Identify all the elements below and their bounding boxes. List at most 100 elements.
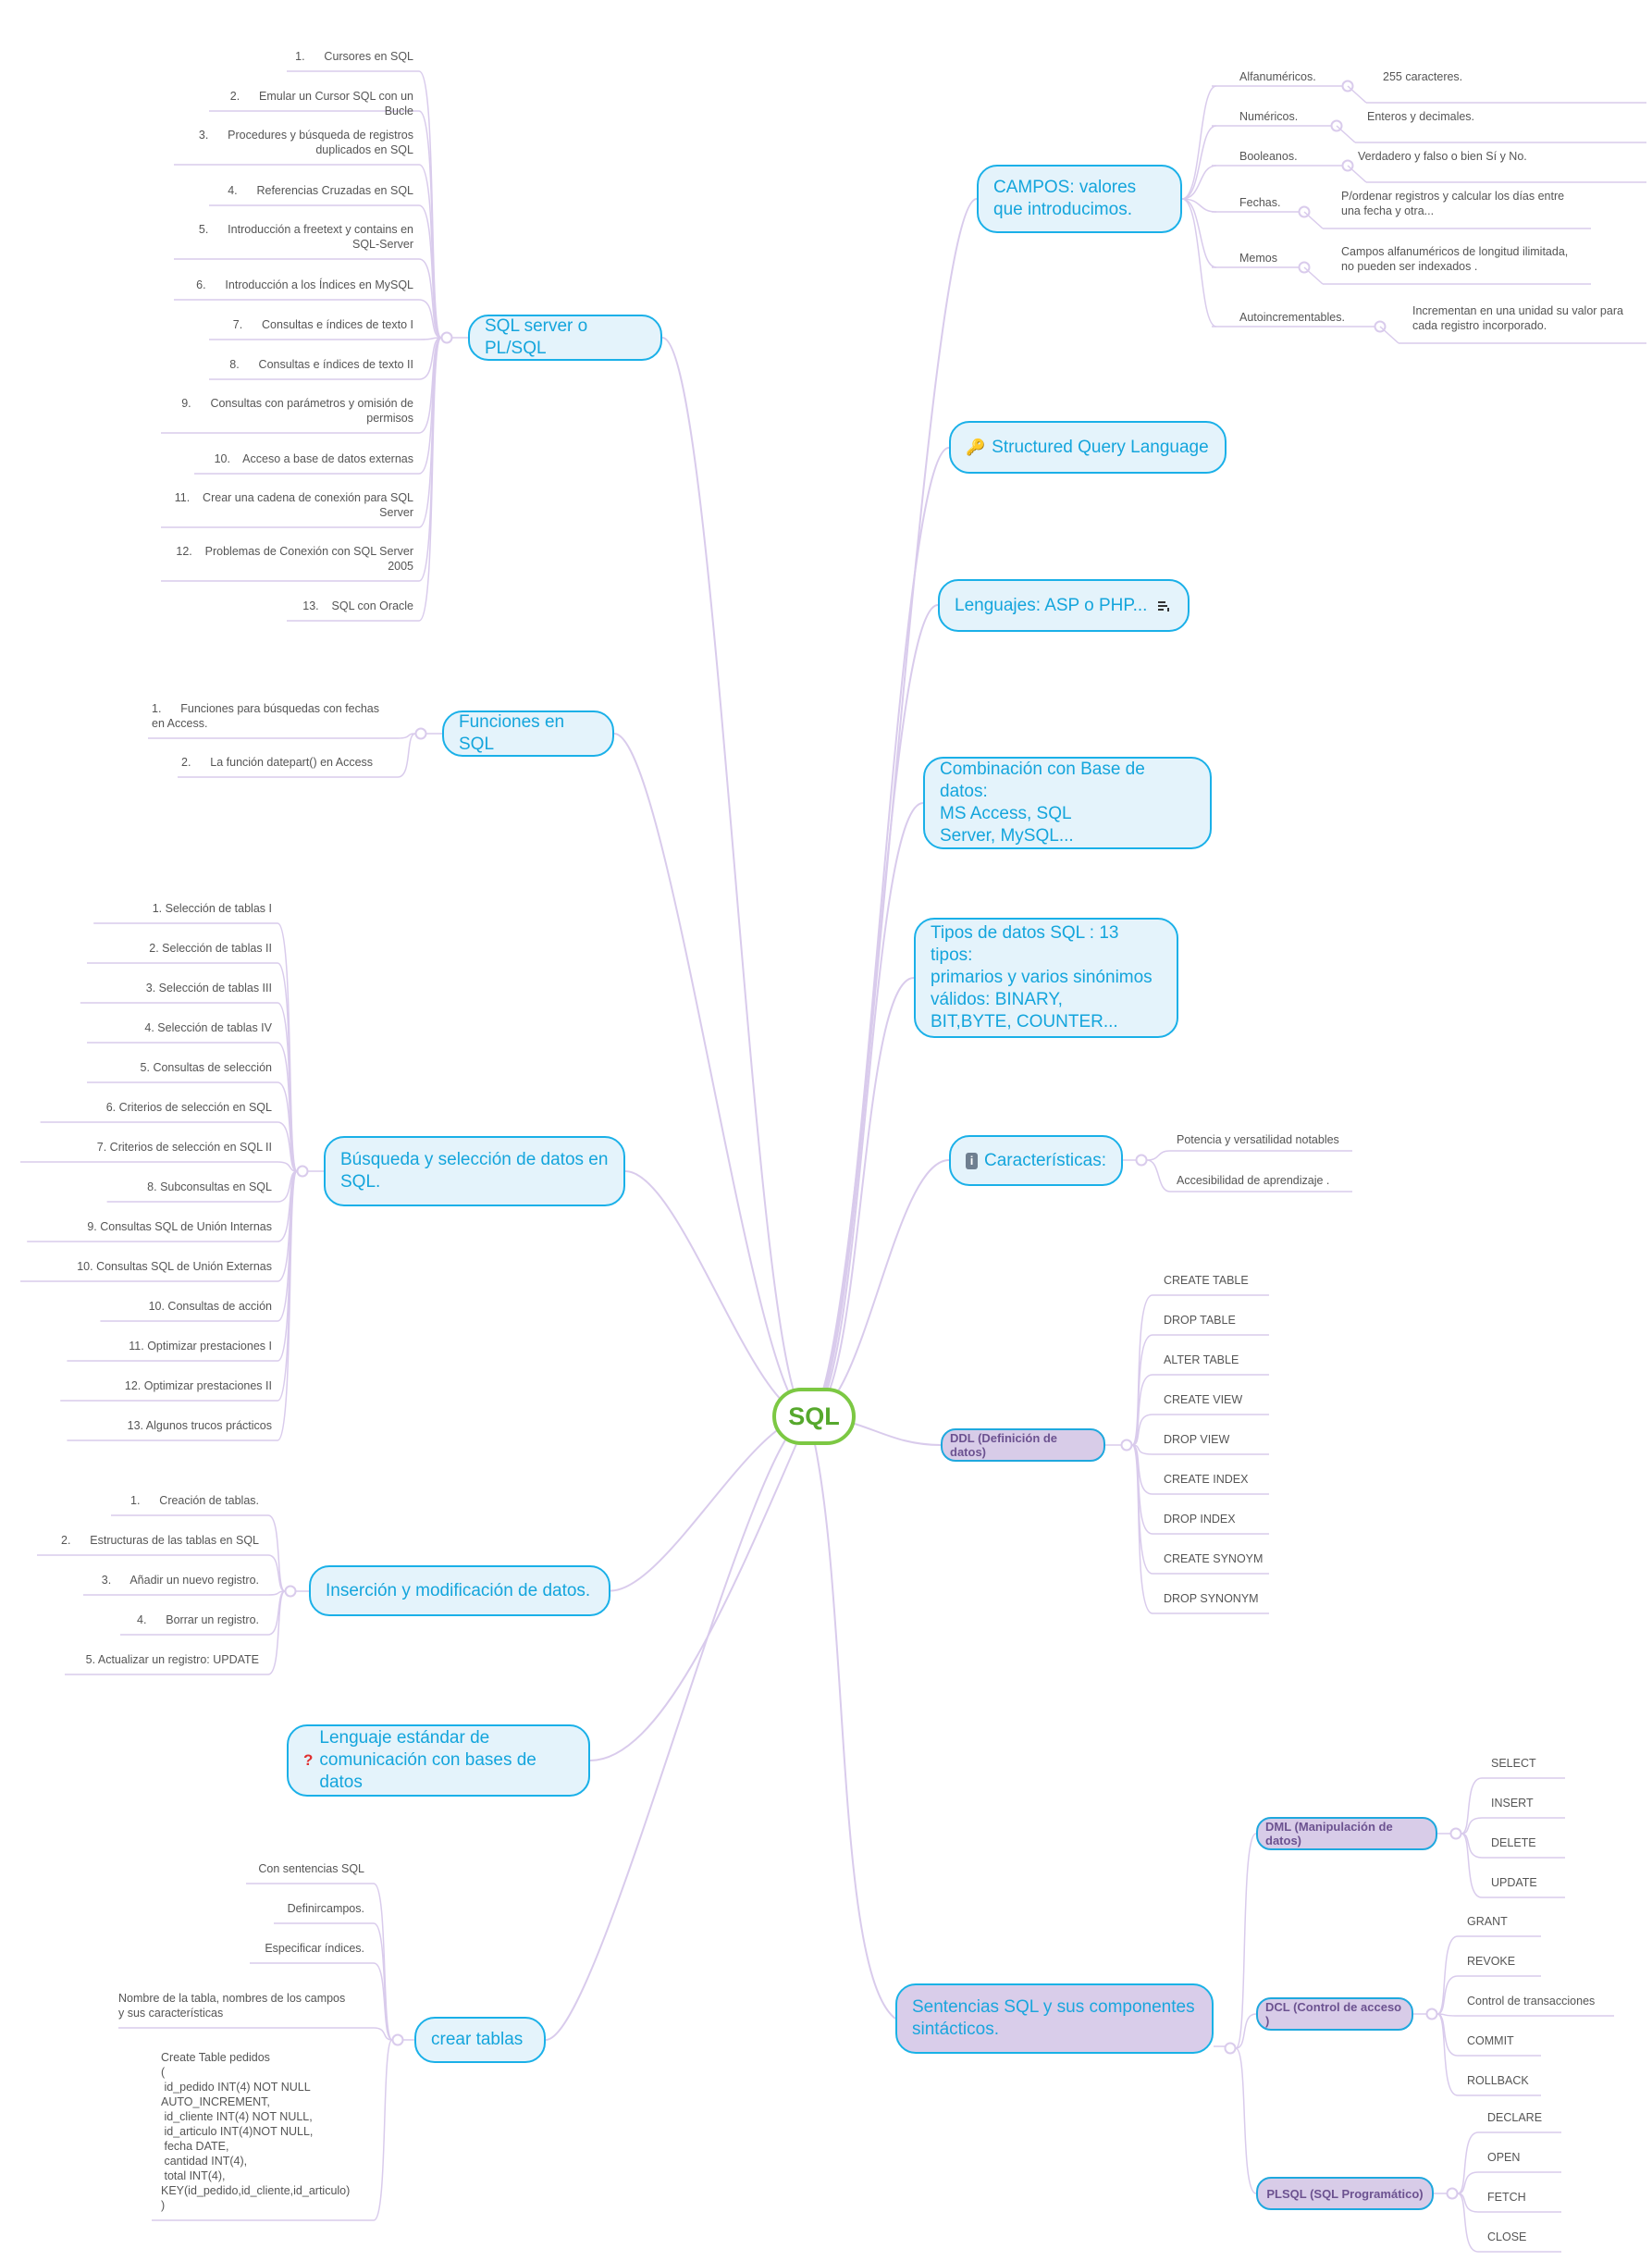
sqlserver-item-12[interactable]: 13. SQL con Oracle — [302, 599, 413, 612]
note-icon[interactable] — [1158, 600, 1170, 612]
insercion-node[interactable] — [284, 1585, 297, 1598]
sentencias-group-node-0[interactable] — [1449, 1827, 1462, 1840]
sqlserver-item-11[interactable]: 12. Problemas de Conexión con SQL Server… — [176, 545, 413, 573]
ddl-item-4[interactable]: DROP VIEW — [1164, 1433, 1230, 1446]
sentencias-item-2-2[interactable]: FETCH — [1487, 2191, 1526, 2204]
insercion-item-0[interactable]: 1. Creación de tablas. — [130, 1494, 259, 1507]
busqueda-item-10[interactable]: 10. Consultas de acción — [148, 1300, 272, 1313]
campos-field-desc-3[interactable]: P/ordenar registros y calcular los días … — [1341, 190, 1565, 217]
sqlserver-item-0[interactable]: 1. Cursores en SQL — [295, 50, 413, 63]
busqueda-item-1[interactable]: 2. Selección de tablas II — [149, 942, 272, 955]
sqlserver-item-7[interactable]: 8. Consultas e índices de texto II — [229, 358, 413, 371]
busqueda-item-8[interactable]: 9. Consultas SQL de Unión Internas — [87, 1220, 272, 1233]
topic-lenguajes[interactable]: Lenguajes: ASP o PHP... — [938, 579, 1190, 632]
insercion-item-1[interactable]: 2. Estructuras de las tablas en SQL — [61, 1534, 259, 1547]
sentencias-item-0-0[interactable]: SELECT — [1491, 1757, 1536, 1770]
campos-field-name-5[interactable]: Autoincrementables. — [1239, 311, 1345, 324]
topic-crear_tablas[interactable]: crear tablas — [414, 2017, 546, 2063]
sentencias-item-0-1[interactable]: INSERT — [1491, 1797, 1534, 1810]
insercion-item-4[interactable]: 5. Actualizar un registro: UPDATE — [85, 1653, 259, 1666]
sqlserver-item-1[interactable]: 2. Emular un Cursor SQL con un Bucle — [229, 90, 417, 117]
busqueda-node[interactable] — [296, 1165, 309, 1178]
campos-field-name-0[interactable]: Alfanuméricos. — [1239, 70, 1316, 83]
insercion-item-2[interactable]: 3. Añadir un nuevo registro. — [101, 1574, 259, 1587]
busqueda-item-3[interactable]: 4. Selección de tablas IV — [144, 1021, 272, 1034]
sentencias-item-1-1[interactable]: REVOKE — [1467, 1955, 1516, 1968]
ddl-item-6[interactable]: DROP INDEX — [1164, 1513, 1236, 1526]
crear_tablas-node[interactable] — [391, 2033, 404, 2046]
sqlserver-item-2[interactable]: 3. Procedures y búsqueda de registros du… — [198, 129, 413, 156]
topic-sqlserver[interactable]: SQL server o PL/SQL — [468, 315, 662, 361]
ddl-item-0[interactable]: CREATE TABLE — [1164, 1274, 1249, 1287]
caracteristica-0[interactable]: Potencia y versatilidad notables — [1177, 1133, 1339, 1146]
busqueda-item-12[interactable]: 12. Optimizar prestaciones II — [124, 1379, 272, 1392]
topic-sentencias[interactable]: Sentencias SQL y sus componentes sintáct… — [895, 1983, 1214, 2054]
sentencias-item-0-3[interactable]: UPDATE — [1491, 1876, 1537, 1889]
topic-insercion[interactable]: Inserción y modificación de datos. — [309, 1565, 610, 1616]
campos-field-desc-5[interactable]: Incrementan en una unidad su valor para … — [1412, 304, 1623, 332]
topic-tipos-de-datos[interactable]: Tipos de datos SQL : 13 tipos: primarios… — [914, 918, 1178, 1038]
sqlserver-item-4[interactable]: 5. Introducción a freetext y contains en… — [198, 223, 413, 251]
busqueda-item-11[interactable]: 11. Optimizar prestaciones I — [129, 1340, 272, 1353]
caracteristicas-node[interactable] — [1135, 1154, 1148, 1167]
campos-field-desc-1[interactable]: Enteros y decimales. — [1367, 110, 1475, 123]
sentencias-item-2-3[interactable]: CLOSE — [1487, 2230, 1527, 2243]
sqlserver-item-10[interactable]: 11. Crear una cadena de conexión para SQ… — [174, 491, 413, 519]
busqueda-item-13[interactable]: 13. Algunos trucos prácticos — [127, 1419, 272, 1432]
sqlserver-item-3[interactable]: 4. Referencias Cruzadas en SQL — [228, 184, 413, 197]
busqueda-item-7[interactable]: 8. Subconsultas en SQL — [147, 1180, 272, 1193]
ddl-item-2[interactable]: ALTER TABLE — [1164, 1353, 1239, 1366]
sqlserver-item-9[interactable]: 10. Acceso a base de datos externas — [214, 452, 413, 465]
busqueda-item-5[interactable]: 6. Criterios de selección en SQL — [105, 1101, 272, 1114]
sqlserver-node[interactable] — [440, 331, 453, 344]
campos-field-desc-4[interactable]: Campos alfanuméricos de longitud ilimita… — [1341, 245, 1569, 273]
insercion-item-3[interactable]: 4. Borrar un registro. — [137, 1613, 259, 1626]
topic-campos[interactable]: CAMPOS: valores que introducimos. — [977, 165, 1182, 233]
topic-busqueda[interactable]: Búsqueda y selección de datos en SQL. — [324, 1136, 625, 1206]
topic-structured-query-language[interactable]: 🔑Structured Query Language — [949, 421, 1227, 474]
sqlserver-item-5[interactable]: 6. Introducción a los Índices en MySQL — [196, 278, 413, 291]
campos-field-desc-2[interactable]: Verdadero y falso o bien Sí y No. — [1358, 150, 1527, 163]
ddl-item-3[interactable]: CREATE VIEW — [1164, 1393, 1243, 1406]
ddl-item-7[interactable]: CREATE SYNOYM — [1164, 1552, 1264, 1565]
busqueda-item-9[interactable]: 10. Consultas SQL de Unión Externas — [77, 1260, 272, 1273]
campos-field-name-2[interactable]: Booleanos. — [1239, 150, 1298, 163]
sentencias-item-1-0[interactable]: GRANT — [1467, 1915, 1508, 1928]
topic-lenguaje-estandar[interactable]: ?Lenguaje estándar de comunicación con b… — [287, 1724, 590, 1797]
sentencias-item-1-2[interactable]: Control de transacciones — [1467, 1995, 1596, 2008]
sentencias-group-1[interactable]: DCL (Control de acceso ) — [1256, 1997, 1413, 2031]
funciones-item-0[interactable]: 1. Funciones para búsquedas con fechas e… — [152, 702, 379, 730]
sentencias-group-2[interactable]: PLSQL (SQL Programático) — [1256, 2177, 1434, 2210]
campos-field-name-3[interactable]: Fechas. — [1239, 196, 1281, 209]
campos-field-desc-0[interactable]: 255 caracteres. — [1383, 70, 1463, 83]
sentencias-group-node-2[interactable] — [1446, 2187, 1459, 2200]
sentencias-item-2-0[interactable]: DECLARE — [1487, 2111, 1543, 2124]
topic-ddl[interactable]: DDL (Definición de datos) — [941, 1428, 1105, 1462]
sqlserver-item-8[interactable]: 9. Consultas con parámetros y omisión de… — [181, 397, 413, 425]
busqueda-item-4[interactable]: 5. Consultas de selección — [140, 1061, 272, 1074]
ddl-node[interactable] — [1120, 1439, 1133, 1452]
caracteristica-1[interactable]: Accesibilidad de aprendizaje . — [1177, 1174, 1330, 1187]
funciones-item-1[interactable]: 2. La función datepart() en Access — [181, 756, 374, 769]
crear_tablas-item-0[interactable]: Con sentencias SQL — [258, 1862, 364, 1875]
topic-combinacion[interactable]: Combinación con Base de datos: MS Access… — [923, 757, 1212, 849]
funciones-node[interactable] — [414, 727, 427, 740]
crear_tablas-item-2[interactable]: Especificar índices. — [265, 1942, 364, 1955]
crear_tablas-item-3[interactable]: Nombre de la tabla, nombres de los campo… — [118, 1992, 346, 2020]
sentencias-item-1-4[interactable]: ROLLBACK — [1467, 2074, 1529, 2087]
sqlserver-item-6[interactable]: 7. Consultas e índices de texto I — [232, 318, 413, 331]
center-topic[interactable]: SQL — [772, 1388, 856, 1445]
busqueda-item-2[interactable]: 3. Selección de tablas III — [145, 982, 272, 995]
ddl-item-8[interactable]: DROP SYNONYM — [1164, 1592, 1259, 1605]
busqueda-item-6[interactable]: 7. Criterios de selección en SQL II — [96, 1141, 272, 1154]
campos-field-name-1[interactable]: Numéricos. — [1239, 110, 1299, 123]
busqueda-item-0[interactable]: 1. Selección de tablas I — [152, 902, 272, 915]
topic-funciones[interactable]: Funciones en SQL — [442, 710, 614, 757]
sentencias-node[interactable] — [1224, 2042, 1237, 2055]
crear_tablas-item-4[interactable]: Create Table pedidos ( id_pedido INT(4) … — [161, 2051, 351, 2212]
campos-field-name-4[interactable]: Memos — [1239, 252, 1277, 265]
sentencias-item-1-3[interactable]: COMMIT — [1467, 2034, 1514, 2047]
sentencias-group-node-1[interactable] — [1425, 2008, 1438, 2020]
sentencias-item-2-1[interactable]: OPEN — [1487, 2151, 1521, 2164]
